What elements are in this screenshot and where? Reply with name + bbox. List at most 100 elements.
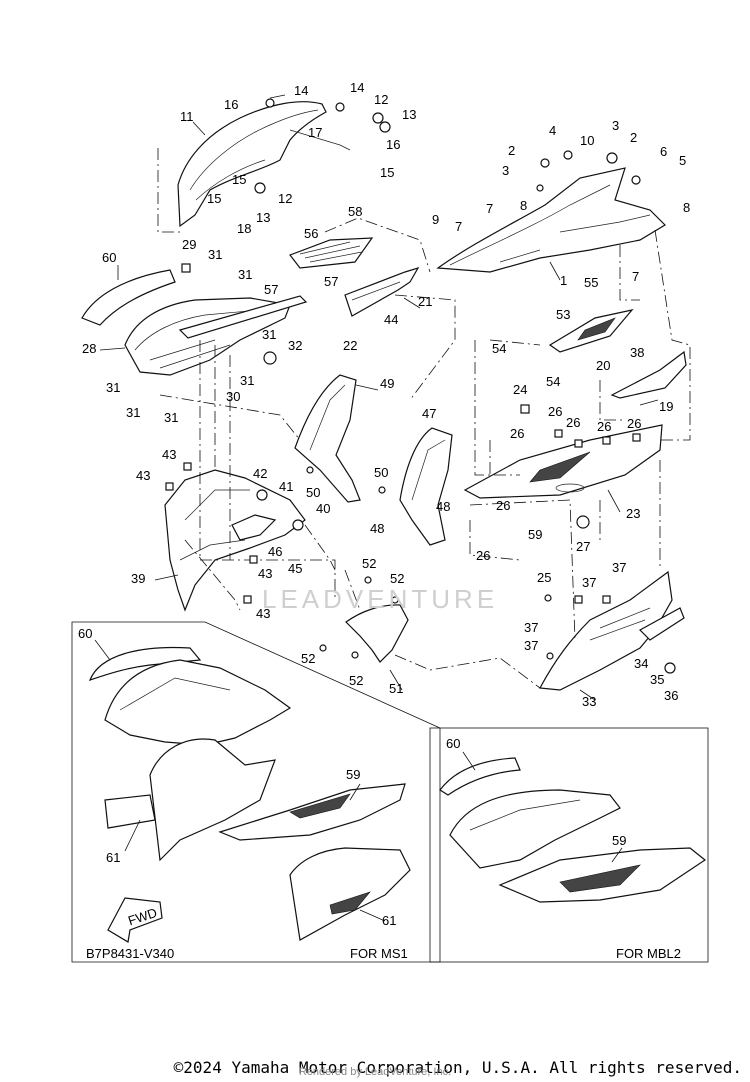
callout-43: 43 — [136, 468, 150, 483]
callout-9: 9 — [432, 212, 439, 227]
callout-52: 52 — [301, 651, 315, 666]
part-23-side-panel — [463, 424, 663, 499]
callout-13: 13 — [402, 107, 416, 122]
variant-panel-ms1: 60 59 61 61 FOR MS1 — [71, 621, 441, 963]
callout-61: 61 — [382, 913, 396, 928]
callout-28: 28 — [82, 341, 96, 356]
leader-lines — [99, 94, 659, 701]
callout-2: 2 — [630, 130, 637, 145]
callout-59: 59 — [612, 833, 626, 848]
callout-26: 26 — [510, 426, 524, 441]
callout-53: 53 — [556, 307, 570, 322]
part-51-inner-panel — [345, 604, 409, 663]
callout-37: 37 — [524, 638, 538, 653]
callout-14: 14 — [350, 80, 364, 95]
callout-26: 26 — [566, 415, 580, 430]
part-31-stay — [178, 295, 308, 339]
callout-37: 37 — [612, 560, 626, 575]
callout-49: 49 — [380, 376, 394, 391]
fasteners — [165, 98, 676, 674]
fwd-arrow-icon: FWD — [107, 897, 163, 943]
callout-31: 31 — [262, 327, 276, 342]
callout-27: 27 — [576, 539, 590, 554]
callout-39: 39 — [131, 571, 145, 586]
callout-33: 33 — [582, 694, 596, 709]
callout-7: 7 — [632, 269, 639, 284]
callout-52: 52 — [362, 556, 376, 571]
callout-47: 47 — [422, 406, 436, 421]
callout-36: 36 — [664, 688, 678, 703]
panel-label-ms1: FOR MS1 — [350, 946, 408, 961]
callout-57: 57 — [324, 274, 338, 289]
connection-lines — [157, 148, 691, 689]
diagram-code: B7P8431-V340 — [86, 946, 174, 961]
callout-60: 60 — [446, 736, 460, 751]
callout-40: 40 — [316, 501, 330, 516]
callout-22: 22 — [343, 338, 357, 353]
part-33-lower-cover — [539, 570, 685, 691]
callout-38: 38 — [630, 345, 644, 360]
callout-21: 21 — [418, 294, 432, 309]
callout-1: 1 — [560, 273, 567, 288]
panel-label-mbl2: FOR MBL2 — [616, 946, 681, 961]
callout-41: 41 — [279, 479, 293, 494]
callout-42: 42 — [253, 466, 267, 481]
callout-45: 45 — [288, 561, 302, 576]
callout-54: 54 — [492, 341, 506, 356]
callout-15: 15 — [232, 172, 246, 187]
part-56-vent — [289, 237, 374, 269]
callout-50: 50 — [306, 485, 320, 500]
callout-26: 26 — [597, 419, 611, 434]
watermark-text: LEADVENTURE — [262, 584, 498, 614]
callout-30: 30 — [226, 389, 240, 404]
rendered-by-note: Rendered by LeadVenture, Inc. — [298, 1066, 452, 1078]
callout-26: 26 — [476, 548, 490, 563]
callout-52: 52 — [349, 673, 363, 688]
callout-60: 60 — [102, 250, 116, 265]
callout-26: 26 — [548, 404, 562, 419]
callout-43: 43 — [162, 447, 176, 462]
callout-3: 3 — [612, 118, 619, 133]
callout-12: 12 — [374, 92, 388, 107]
callout-29: 29 — [182, 237, 196, 252]
copyright-notice: ©2024 Yamaha Motor Corporation, U.S.A. A… — [173, 1058, 742, 1077]
callout-32: 32 — [288, 338, 302, 353]
callout-4: 4 — [549, 123, 556, 138]
callout-11: 11 — [180, 109, 194, 124]
callout-24: 24 — [513, 382, 527, 397]
part-53-grille — [548, 309, 634, 353]
callout-51: 51 — [389, 681, 403, 696]
callout-3: 3 — [502, 163, 509, 178]
callout-7: 7 — [486, 201, 493, 216]
callout-8: 8 — [520, 198, 527, 213]
callout-19: 19 — [659, 399, 673, 414]
callout-58: 58 — [348, 204, 362, 219]
callout-16: 16 — [386, 137, 400, 152]
callout-43: 43 — [256, 606, 270, 621]
callout-31: 31 — [208, 247, 222, 262]
callout-26: 26 — [627, 416, 641, 431]
callout-59: 59 — [346, 767, 360, 782]
callout-34: 34 — [634, 656, 648, 671]
part-60-28-side-cover — [81, 269, 291, 376]
callout-57: 57 — [264, 282, 278, 297]
callout-46: 46 — [268, 544, 282, 559]
callout-20: 20 — [596, 358, 610, 373]
callout-18: 18 — [237, 221, 251, 236]
callout-25: 25 — [537, 570, 551, 585]
callout-43: 43 — [258, 566, 272, 581]
callout-10: 10 — [580, 133, 594, 148]
callout-12: 12 — [278, 191, 292, 206]
callout-7: 7 — [455, 219, 462, 234]
callout-26: 26 — [496, 498, 510, 513]
callout-31: 31 — [106, 380, 120, 395]
callout-56: 56 — [304, 226, 318, 241]
callout-23: 23 — [626, 506, 640, 521]
callout-5: 5 — [679, 153, 686, 168]
callout-59: 59 — [528, 527, 542, 542]
callout-55: 55 — [584, 275, 598, 290]
callout-60: 60 — [78, 626, 92, 641]
callout-15: 15 — [380, 165, 394, 180]
part-47-inner-panel — [399, 427, 453, 546]
